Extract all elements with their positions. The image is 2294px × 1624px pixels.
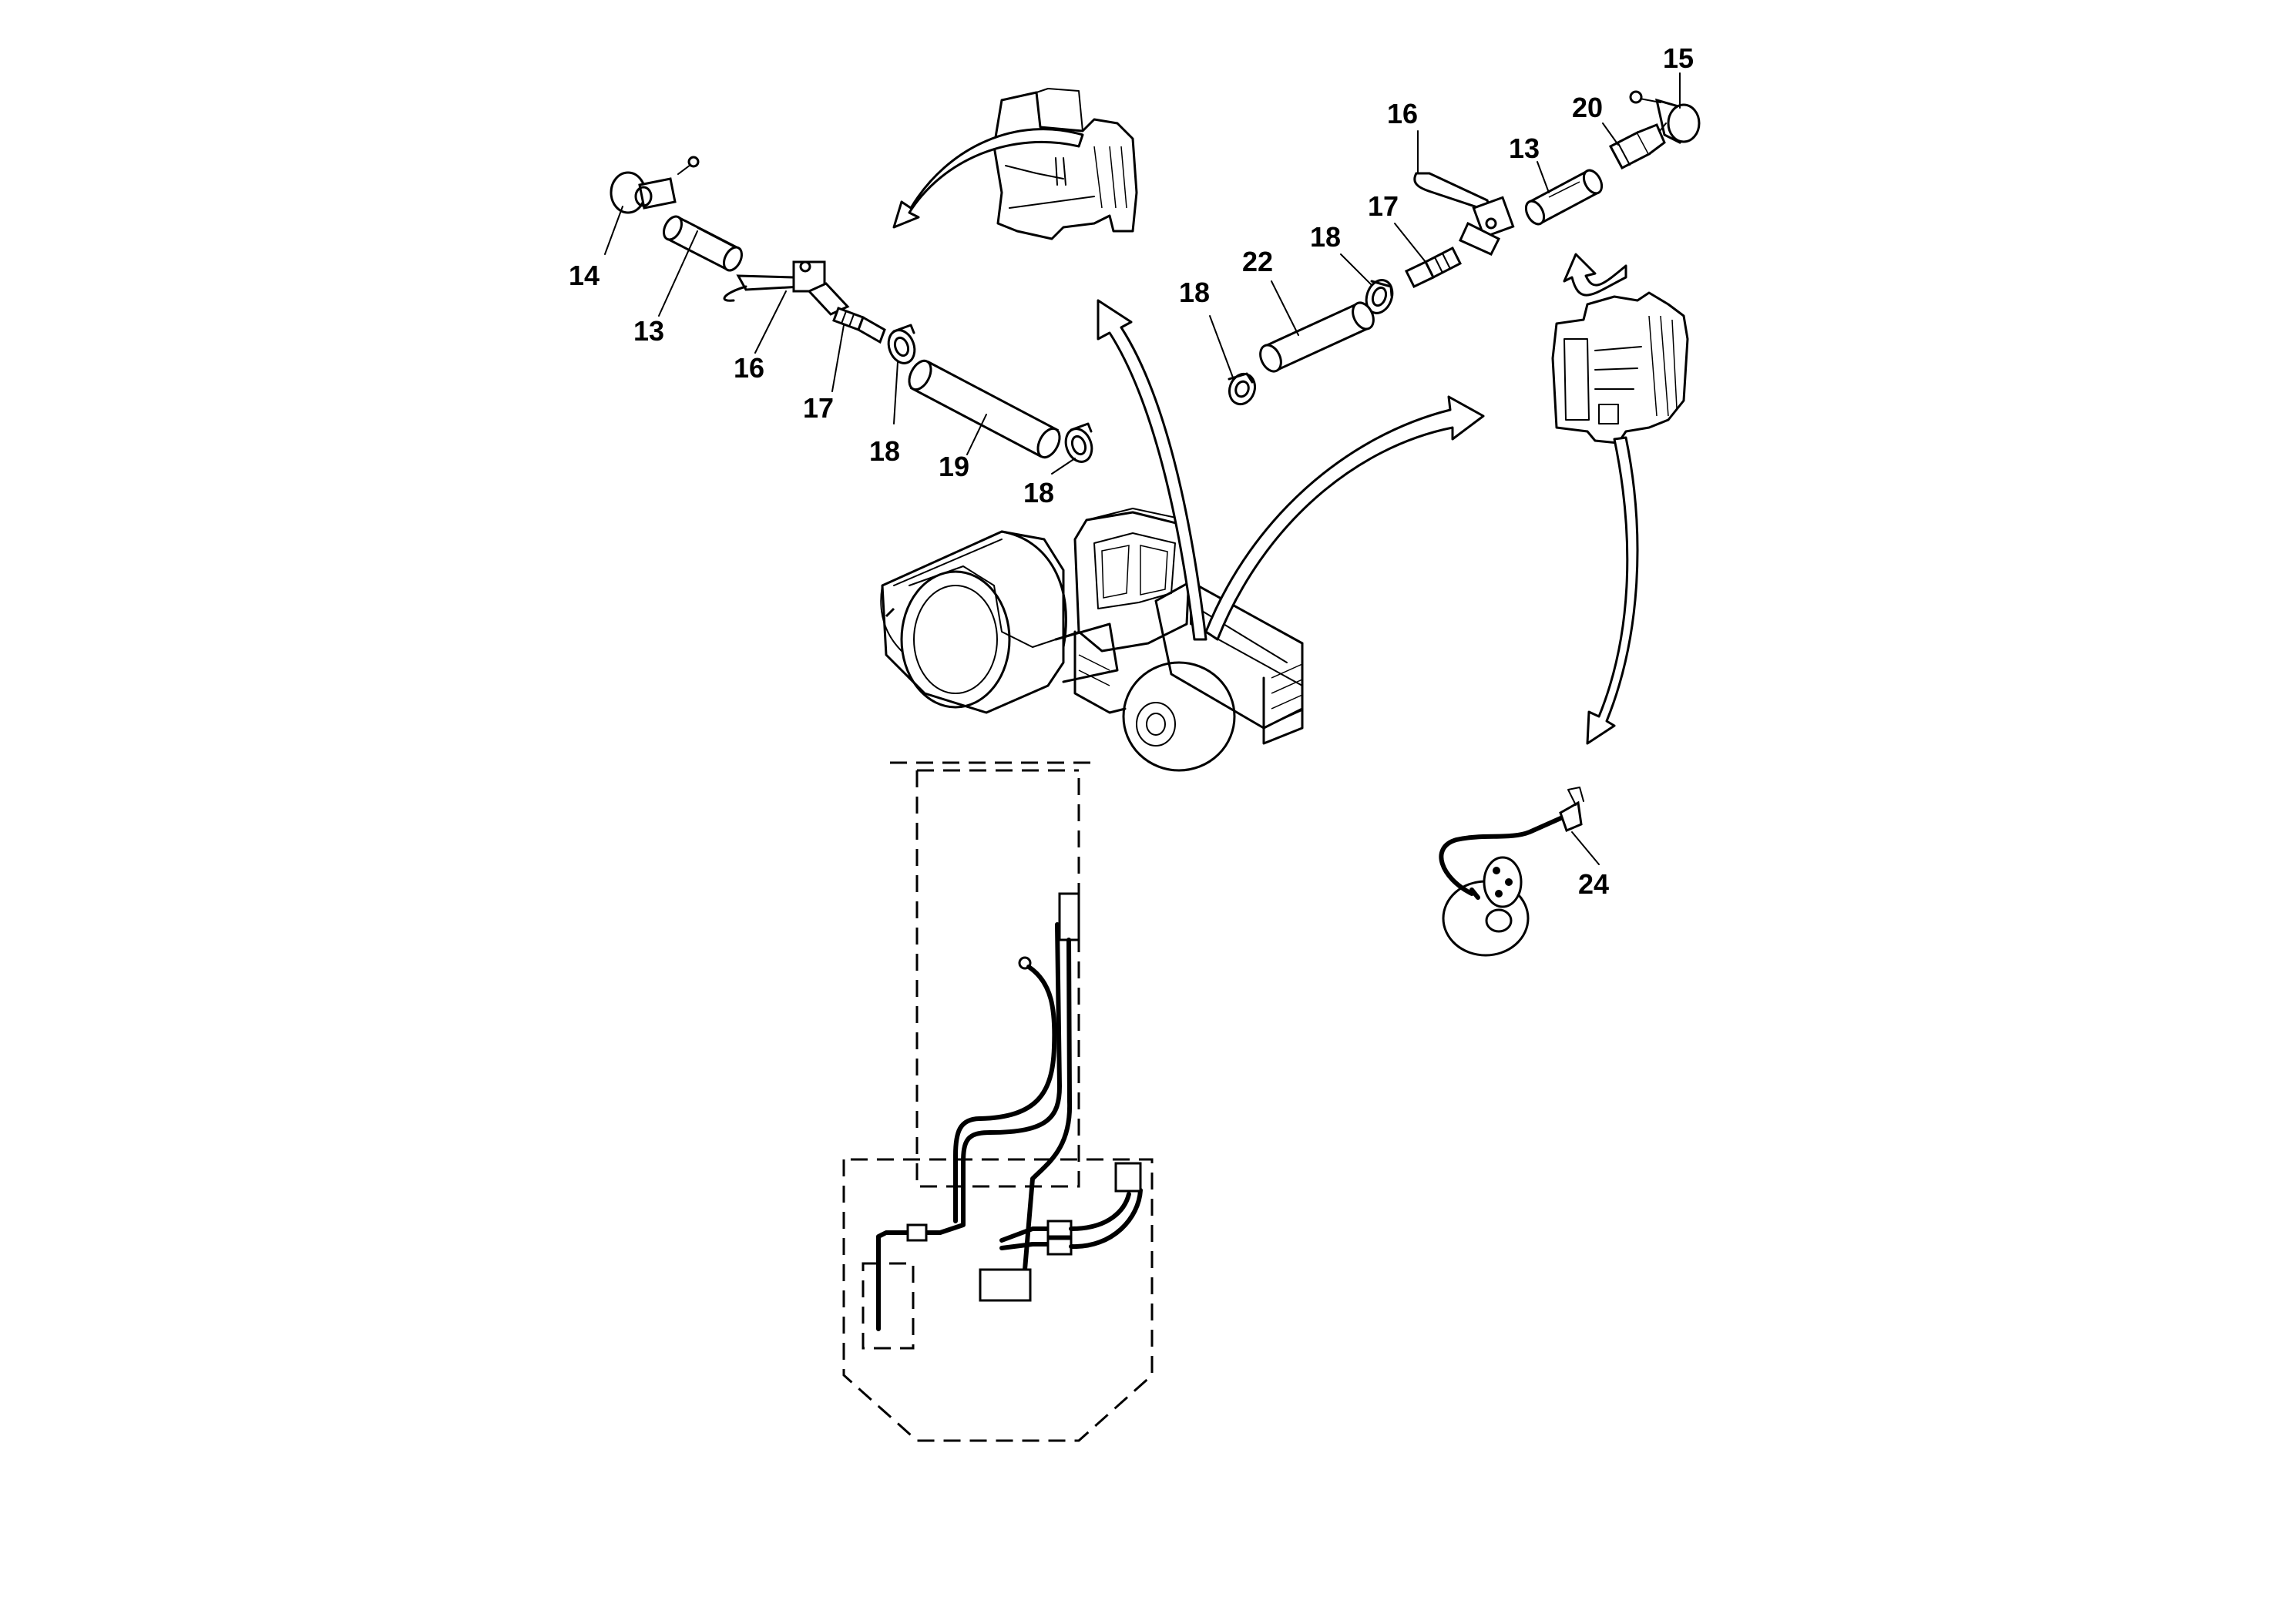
hose-22 xyxy=(1259,301,1375,373)
curved-arrow-to-right-hose xyxy=(1204,395,1485,641)
valve-16-right xyxy=(1413,172,1515,256)
curved-arrow-to-left-hose xyxy=(892,128,1084,229)
callout-18-right: 18 xyxy=(1310,221,1341,253)
sensor-24 xyxy=(1439,787,1600,957)
sleeve-13-right xyxy=(1524,169,1604,226)
engine-view-thumbnail xyxy=(992,88,1138,240)
hose-clamp-18-end xyxy=(1064,422,1093,463)
elbow-fitting-14 xyxy=(610,156,700,214)
callout-24-sensor: 24 xyxy=(1578,868,1609,900)
sleeve-13 xyxy=(663,215,743,272)
nipple-17-right xyxy=(1404,246,1463,288)
callout-labels: 14 13 16 17 18 19 18 15 20 16 13 17 18 2… xyxy=(569,42,1694,900)
callout-16-right: 16 xyxy=(1387,98,1418,129)
hose-clamp-18 xyxy=(887,324,916,364)
curved-arrow-up-to-top-engine xyxy=(1097,299,1207,641)
nipple-17 xyxy=(832,307,886,344)
callout-18-left-end: 18 xyxy=(1023,477,1054,508)
elbow-fitting-15 xyxy=(1629,90,1701,144)
callout-19-left: 19 xyxy=(939,451,969,482)
callout-18-right-end: 18 xyxy=(1179,277,1210,308)
hose-clamp-18-right xyxy=(1365,279,1394,314)
curved-arrow-to-right-engine xyxy=(1563,253,1627,297)
callout-13-left: 13 xyxy=(633,315,664,347)
hose-clamp-18-right-end xyxy=(1228,372,1257,406)
roller-compactor-machine xyxy=(880,508,1304,772)
callout-18-left: 18 xyxy=(869,435,900,467)
cab-wiring-diagram xyxy=(842,761,1154,1442)
callout-17-left: 17 xyxy=(803,392,834,424)
callout-17-right: 17 xyxy=(1368,190,1399,222)
callout-16-left: 16 xyxy=(734,352,764,384)
valve-16 xyxy=(723,260,850,316)
engine-view-thumbnail-right xyxy=(1551,291,1689,445)
adapter-20 xyxy=(1608,123,1666,170)
callout-15-right: 15 xyxy=(1663,42,1694,74)
right-hose-assembly xyxy=(1209,72,1701,406)
hose-19 xyxy=(908,359,1061,459)
callout-20-right: 20 xyxy=(1572,92,1603,123)
curved-arrow-down-to-sensor xyxy=(1586,436,1639,745)
left-hose-assembly xyxy=(604,156,1093,475)
callout-14-left: 14 xyxy=(569,260,600,291)
callout-22-right: 22 xyxy=(1242,246,1273,277)
callout-13-right: 13 xyxy=(1509,133,1540,164)
